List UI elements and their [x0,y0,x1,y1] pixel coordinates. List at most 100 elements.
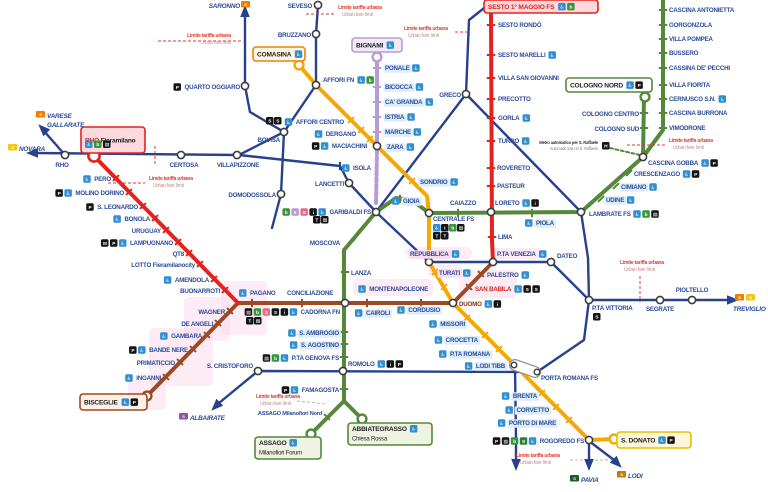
s-line-code-icon: S [535,287,539,293]
parking-icon: P [55,189,63,197]
station-uruguay: URUGUAY [132,226,170,235]
wheelchair-access-icon: ♿ [397,306,405,314]
wheelchair-access-icon: ♿ [85,177,89,183]
station-lambrate-fs: LAMBRATE FS♿b▤ [576,207,659,218]
parking-icon: P [176,85,180,91]
interchange-station-marker [638,152,648,162]
wheelchair-access-icon: ♿ [127,376,131,382]
s-line-code-icon [735,294,744,301]
station-de-angeli: DE ANGELI [181,319,222,328]
interchange-station-marker [176,150,186,160]
station-name: CORDUSIO [408,307,440,314]
luggage-deposit-icon: ▤ [321,216,329,224]
destination-name: GALLARATE [47,122,85,129]
station-dateo: DATEO [546,253,578,267]
station-pagano: PAGANO♿ [239,289,276,308]
wheelchair-access-icon: ♿ [316,132,320,138]
station-name: PRIMATICCIO [137,360,176,367]
wheelchair-access-icon: ♿ [703,161,707,167]
ticket-machine-icon: T [248,319,251,325]
interchange-station-marker [60,150,70,160]
wheelchair-access-icon: ♿ [292,343,296,349]
bike-icon: b [449,224,457,232]
fare-limit-it: Limite tariffa urbana [404,26,448,32]
info-icon: i [309,208,317,216]
destination-name: TREVIGLIO [733,306,766,313]
parking-icon: P [284,388,288,394]
rail-link-icon: S [265,310,269,316]
station-rovereto: ROVERETO [486,165,531,172]
station-name: S. AGOSTINO [301,342,340,349]
wheelchair-access-icon: ♿ [409,115,413,121]
station-gioia: GIOIA♿ [392,194,422,206]
wheelchair-access-icon: ♿ [484,300,493,308]
luggage-deposit-icon: ▤ [262,354,271,362]
luggage-deposit-icon: ▤ [256,319,260,325]
station-porto-di-mare: PORTO DI MARE♿ [497,416,573,428]
s-line-code-icon [36,111,45,118]
s-line-code-icon: S [573,476,576,481]
label-bg [474,362,508,371]
info-icon: i [313,210,314,216]
line-s-west [34,130,286,157]
station-name: LOTTO Fieramilanocity [131,262,196,269]
station-tick [210,275,218,283]
station-name: TURATI [439,270,461,277]
station-name: SONDRIO [420,179,448,186]
station-corvetto: CORVETTO♿ [505,403,560,415]
wheelchair-access-icon: ♿ [289,439,297,447]
bike-icon: b [253,308,262,316]
station-moscova: MOSCOVA [310,238,356,247]
destination-name: SARONNO [209,3,240,10]
wheelchair-access-icon: ♿ [501,392,510,400]
interchange-station-marker [424,257,434,267]
station-assago-milanofiori-nord: ASSAGO Milanofiori Nord [258,411,331,421]
interchange-connector [509,359,541,378]
label-bg [444,336,481,345]
wheelchair-access-icon: ♿ [409,425,418,433]
station-name: UDINE [606,197,624,204]
line-m2-sraffaele [609,147,641,156]
wheelchair-access-icon: ♿ [354,309,363,317]
fare-limit-it: Limite tariffa urbana [669,138,713,144]
wheelchair-access-icon: ♿ [358,285,366,293]
wheelchair-access-icon: ♿ [415,130,419,136]
terminus-box-abbiategrasso-chiesa-rossa: ABBIATEGRASSO♿Chiesa Rossa [347,422,433,446]
interchange-station-marker [344,178,354,188]
wheelchair-access-icon: ♿ [121,241,125,247]
fare-limit-en: Urban fare limit [200,40,232,46]
terminus-station-marker [639,91,651,103]
interchange-station-marker [576,207,586,217]
station-lodi-tibb: LODI TIBB♿ [464,361,518,371]
station-brenta: BRENTA♿ [501,389,546,401]
wheelchair-access-icon: ♿ [160,332,168,340]
station-tick [203,331,211,339]
station-isola: ISOLA♿ [339,161,372,172]
wheelchair-access-icon: ♿ [435,226,439,232]
station-ponale: PONALE♿ [372,64,420,73]
station-name: SESTO RONDÒ [498,21,542,29]
station-sesto-marelli: SESTO MARELLI♿ [486,51,556,59]
station-ca-granda: CA' GRANDA♿ [372,98,434,107]
label-bg [383,98,425,107]
ticket-machine-icon: T [433,232,441,240]
parking-icon: P [638,83,642,89]
station-tick [139,202,147,210]
wheelchair-access-icon: ♿ [357,76,365,84]
destination-name: ALBAIRATE [189,415,226,422]
station-tick [612,182,620,190]
parking-icon: P [311,142,320,150]
station-name: BANDE NERE [149,347,188,354]
wheelchair-access-icon: ♿ [289,308,298,316]
bus-icon: ⊟ [100,239,109,247]
info-icon: i [441,224,449,232]
bike-icon: b [570,5,573,11]
station-vimodrone: VIMODRONE [658,125,706,132]
